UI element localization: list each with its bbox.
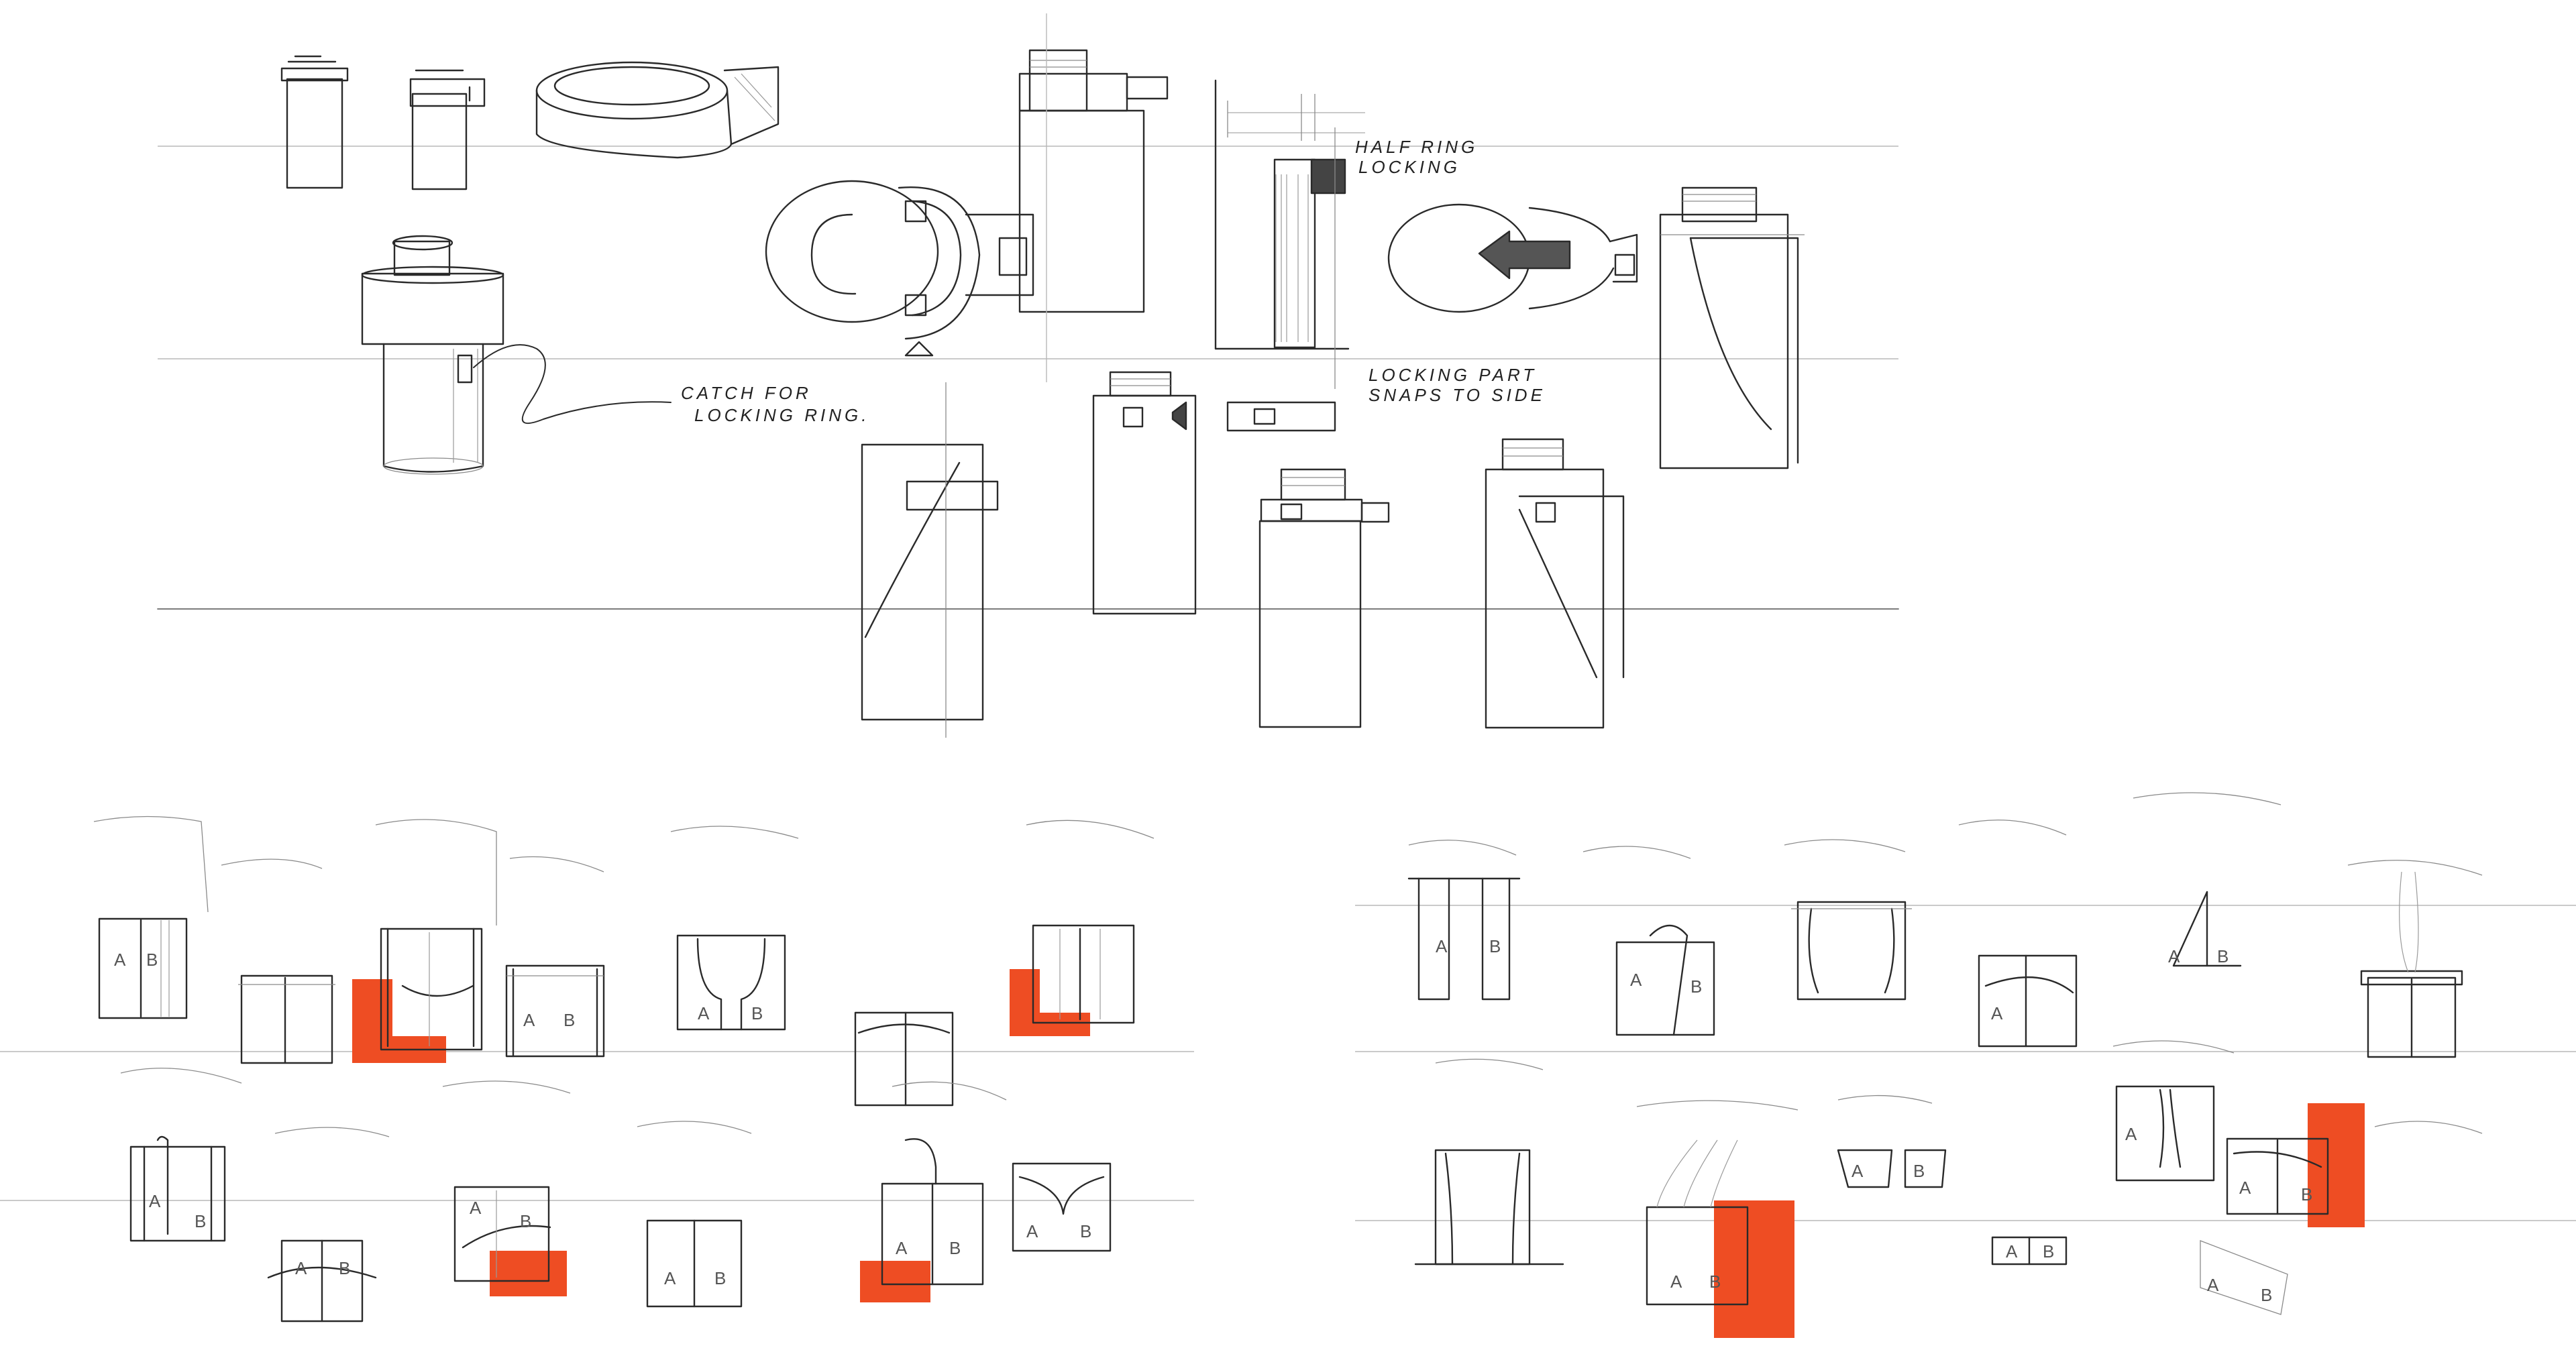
svg-text:B: B <box>1080 1221 1091 1241</box>
half-ring-label-line1: HALF RING <box>1355 137 1478 157</box>
ring-top-view <box>765 180 1034 357</box>
svg-text:B: B <box>1709 1272 1721 1292</box>
locking-part-label-line2: SNAPS TO SIDE <box>1368 385 1546 405</box>
tall-bottle-threaded <box>1018 13 1169 382</box>
svg-text:A: A <box>1851 1161 1864 1181</box>
svg-text:A: A <box>295 1258 307 1278</box>
svg-text:A: A <box>470 1198 482 1218</box>
locking-part-annotation: LOCKING PART SNAPS TO SIDE <box>1368 365 1546 405</box>
svg-text:B: B <box>564 1010 575 1030</box>
svg-text:B: B <box>2261 1285 2272 1305</box>
svg-text:A: A <box>2239 1178 2251 1198</box>
svg-text:B: B <box>1489 936 1501 956</box>
egg-arrow-sketch <box>1387 203 1638 313</box>
svg-text:A: A <box>1630 970 1642 990</box>
svg-text:A: A <box>2125 1124 2137 1144</box>
svg-text:B: B <box>2217 946 2229 966</box>
svg-text:A: A <box>2207 1275 2219 1295</box>
svg-text:B: B <box>146 950 158 970</box>
catch-label-line2: LOCKING RING. <box>694 405 869 425</box>
small-cup-sketch-2 <box>409 69 486 190</box>
small-cup-sketch-1 <box>280 55 349 189</box>
svg-text:A: A <box>664 1268 676 1288</box>
svg-text:B: B <box>339 1258 350 1278</box>
svg-text:B: B <box>714 1268 726 1288</box>
svg-text:A: A <box>2168 946 2180 966</box>
svg-text:B: B <box>751 1003 763 1023</box>
bottle-with-arrow <box>1092 371 1336 615</box>
top-guide-lines <box>157 146 1899 610</box>
locking-part-label-line1: LOCKING PART <box>1368 365 1537 385</box>
svg-text:A: A <box>523 1010 535 1030</box>
svg-text:A: A <box>2006 1241 2018 1261</box>
locking-ring-perspective <box>535 61 780 159</box>
svg-text:B: B <box>2043 1241 2054 1261</box>
svg-text:B: B <box>1913 1161 1925 1181</box>
bottle-square-tab <box>1258 468 1390 728</box>
svg-text:B: B <box>949 1238 961 1258</box>
catch-annotation: CATCH FOR LOCKING RING. <box>473 344 869 425</box>
svg-text:A: A <box>1991 1003 2003 1023</box>
cup-with-catch-sketch <box>361 235 504 475</box>
svg-text:A: A <box>1670 1272 1682 1292</box>
bottom-right-concepts: A B A B A A B <box>1407 792 2483 1338</box>
bottom-left-concepts: A B A B A B <box>93 816 1155 1323</box>
svg-text:B: B <box>520 1211 531 1231</box>
svg-text:A: A <box>114 950 126 970</box>
svg-text:A: A <box>1436 936 1448 956</box>
bottle-swoop-left <box>861 382 999 738</box>
svg-text:A: A <box>149 1191 161 1211</box>
svg-text:B: B <box>1690 976 1702 997</box>
bottle-swoop-right <box>1659 186 1805 469</box>
catch-label-line1: CATCH FOR <box>681 383 812 403</box>
svg-text:B: B <box>2301 1184 2312 1204</box>
svg-text:B: B <box>195 1211 206 1231</box>
half-ring-label-line2: LOCKING <box>1358 157 1460 177</box>
section-half-ring: HALF RING LOCKING <box>1214 79 1478 389</box>
svg-text:A: A <box>698 1003 710 1023</box>
svg-text:A: A <box>896 1238 908 1258</box>
bottle-tall-swoop <box>1485 438 1625 729</box>
svg-text:A: A <box>1026 1221 1038 1241</box>
